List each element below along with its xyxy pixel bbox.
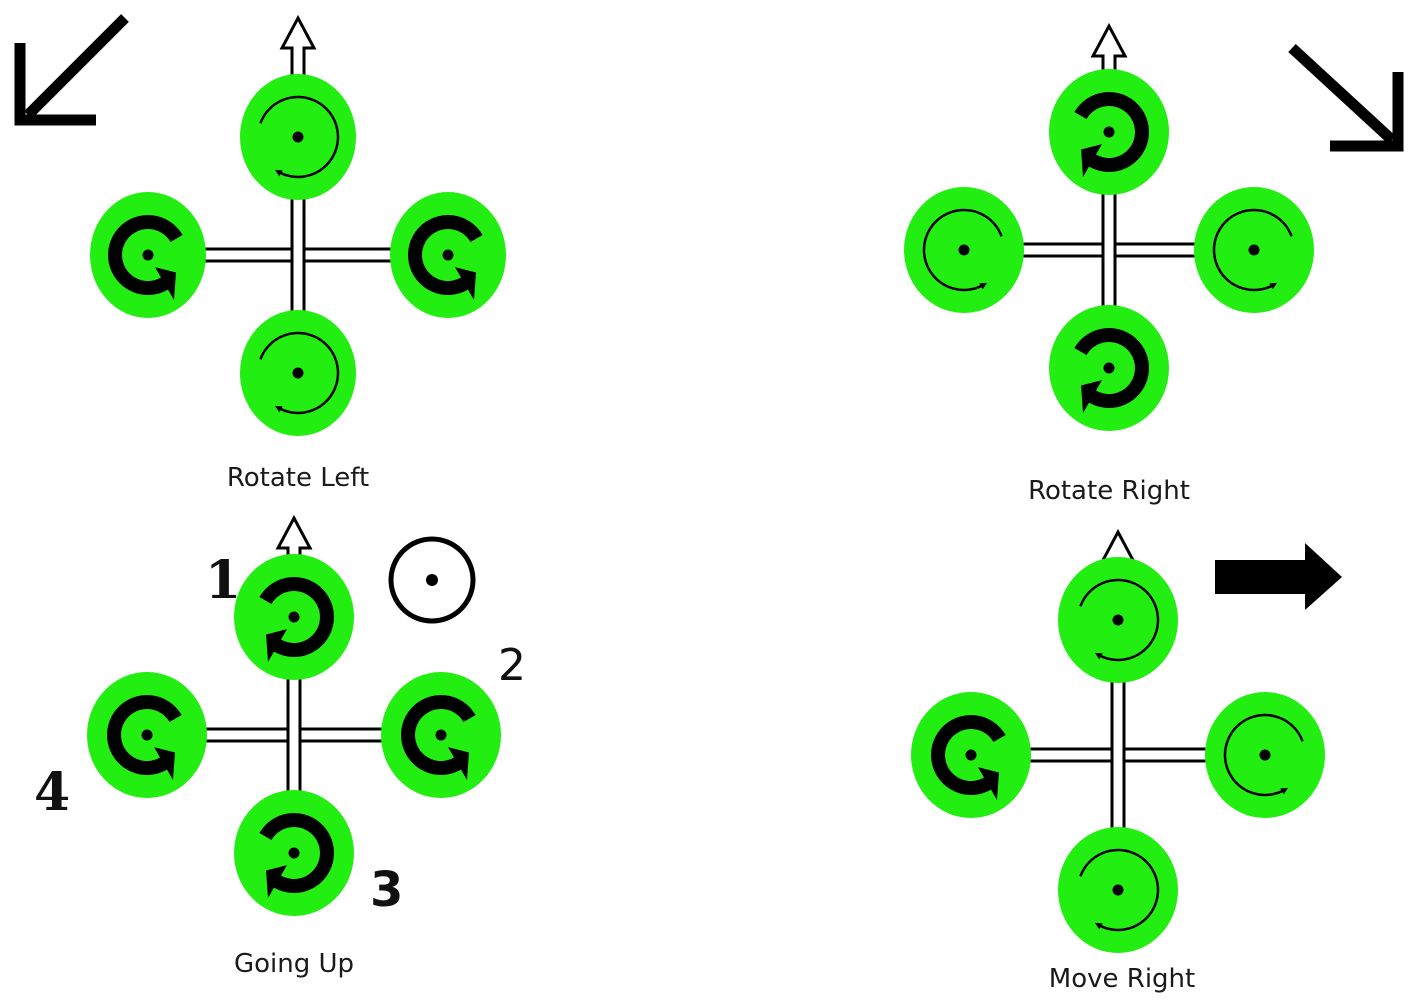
spin-arrow-thin-icon <box>259 331 340 415</box>
rotor-number-1: 1 <box>205 550 241 611</box>
rotor-right <box>390 192 506 318</box>
rotor-hub <box>292 367 304 379</box>
rotor-right <box>1205 692 1325 818</box>
heading-arrow-icon <box>1090 22 1128 75</box>
label-rotate-right: Rotate Right <box>1028 476 1190 506</box>
arrow-down-right-icon <box>1288 43 1404 152</box>
panel-rotate-left <box>90 14 506 436</box>
spin-arrow-thick-icon <box>931 715 1006 801</box>
out-of-plane-dot-icon <box>388 536 476 624</box>
rotor-left <box>911 692 1031 818</box>
rotor-rear <box>1058 827 1178 953</box>
rotor-hub <box>142 249 154 261</box>
spin-arrow-thin-icon <box>1079 578 1160 662</box>
label-rotate-left: Rotate Left <box>227 463 369 493</box>
label-going-up: Going Up <box>234 949 354 979</box>
rotor-rear <box>1049 305 1169 431</box>
heading-arrow-icon <box>275 514 313 560</box>
spin-arrow-thin-icon <box>1079 848 1160 932</box>
arrow-down-left-icon <box>14 14 129 126</box>
rotor-number-3: 3 <box>370 862 403 918</box>
rotor-hub <box>1112 614 1124 626</box>
spin-arrow-thick-icon <box>1074 328 1149 414</box>
rotor-rear <box>234 790 354 916</box>
rotor-hub <box>288 611 300 623</box>
rotor-hub <box>292 131 304 143</box>
spin-arrow-thin-icon <box>259 95 340 179</box>
spin-arrow-thick-icon <box>401 695 476 781</box>
spin-arrow-thin-icon <box>1223 713 1304 797</box>
rotor-hub <box>965 749 977 761</box>
rotor-left <box>904 187 1024 313</box>
rotor-front <box>1049 69 1169 195</box>
spin-arrow-thick-icon <box>408 215 483 301</box>
rotor-number-2: 2 <box>498 640 526 691</box>
panel-move-right <box>911 528 1325 953</box>
spin-arrow-thick-icon <box>259 813 334 899</box>
rotor-front <box>240 74 356 200</box>
rotor-hub <box>1103 126 1115 138</box>
spin-arrow-thick-icon <box>1074 92 1149 178</box>
rotor-number-4: 4 <box>34 762 70 823</box>
rotor-hub <box>1259 749 1271 761</box>
spin-arrow-thin-icon <box>1212 208 1293 292</box>
spin-arrow-thin-icon <box>922 208 1003 292</box>
rotor-hub <box>1248 244 1260 256</box>
rotor-left <box>87 672 207 798</box>
spin-arrow-thick-icon <box>108 215 183 301</box>
heading-arrow-icon <box>279 14 317 80</box>
rotor-rear <box>240 310 356 436</box>
rotor-hub <box>958 244 970 256</box>
rotor-right <box>1194 187 1314 313</box>
label-move-right: Move Right <box>1049 964 1195 994</box>
spin-arrow-thick-icon <box>107 695 182 781</box>
panel-rotate-right <box>904 22 1314 431</box>
rotor-left <box>90 192 206 318</box>
rotor-front <box>234 554 354 680</box>
rotor-hub <box>288 847 300 859</box>
rotor-hub <box>1103 362 1115 374</box>
spin-arrow-thick-icon <box>259 577 334 663</box>
arrow-right-icon <box>1215 543 1342 610</box>
rotor-hub <box>442 249 454 261</box>
panel-going-up <box>87 514 501 916</box>
rotor-hub <box>1112 884 1124 896</box>
rotor-right <box>381 672 501 798</box>
rotor-hub <box>141 729 153 741</box>
rotor-front <box>1058 557 1178 683</box>
rotor-hub <box>435 729 447 741</box>
